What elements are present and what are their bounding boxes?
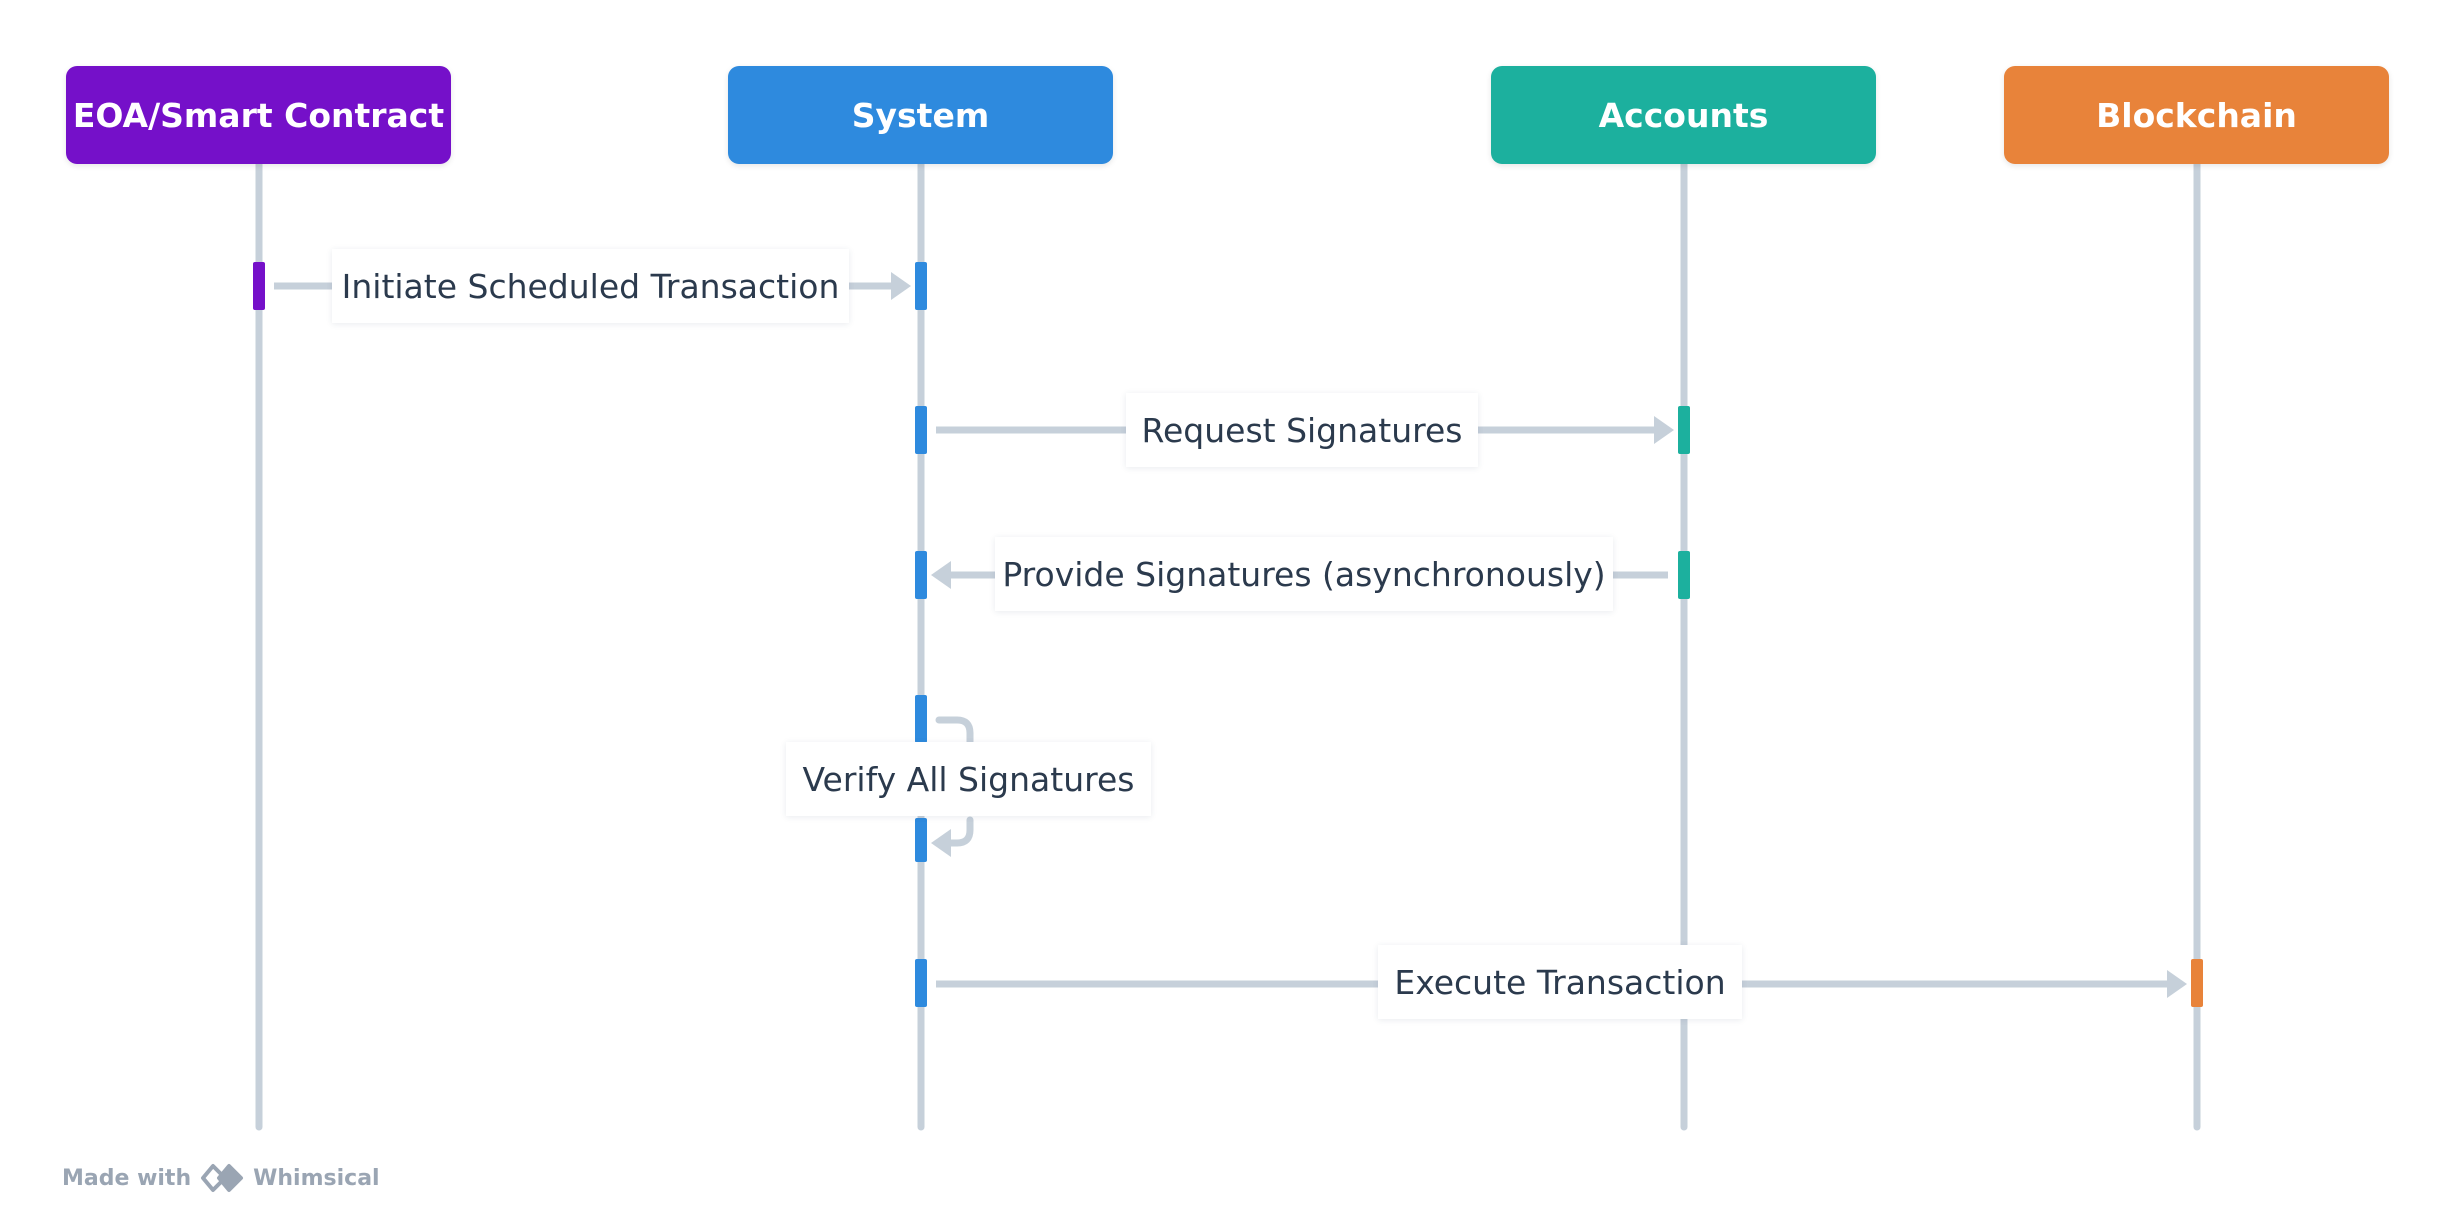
activation-bar — [253, 262, 265, 310]
made-with-text: Made with — [62, 1165, 192, 1191]
message-label-execute-transaction[interactable]: Execute Transaction — [1378, 945, 1742, 1019]
activation-bar — [915, 406, 927, 454]
actor-accounts[interactable]: Accounts — [1491, 66, 1876, 164]
self-arrow-out — [935, 716, 974, 749]
message-label-request-signatures[interactable]: Request Signatures — [1126, 393, 1478, 467]
message-label-provide-signatures[interactable]: Provide Signatures (asynchronously) — [995, 537, 1613, 611]
activation-bars — [253, 262, 2203, 1007]
activation-bar — [915, 818, 927, 862]
arrow-head — [891, 272, 911, 300]
activation-bar — [915, 551, 927, 599]
arrow-head — [2167, 970, 2187, 998]
actor-blockchain[interactable]: Blockchain — [2004, 66, 2389, 164]
activation-bar — [915, 695, 927, 743]
whimsical-logo-icon — [199, 1161, 245, 1195]
message-label-verify-signatures[interactable]: Verify All Signatures — [786, 742, 1151, 816]
footer-watermark: Made with Whimsical — [62, 1160, 380, 1196]
self-arrow-back — [944, 816, 974, 847]
activation-bar — [1678, 406, 1690, 454]
actor-label: Blockchain — [2096, 95, 2297, 135]
whimsical-brand-text: Whimsical — [253, 1165, 380, 1191]
activation-bar — [915, 959, 927, 1007]
actor-label: Accounts — [1598, 95, 1769, 135]
message-arrows — [274, 272, 2187, 998]
actor-label: EOA/Smart Contract — [72, 95, 445, 135]
arrow-head — [931, 829, 951, 857]
arrow-head — [1654, 416, 1674, 444]
message-label-initiate[interactable]: Initiate Scheduled Transaction — [332, 249, 849, 323]
activation-bar — [2191, 959, 2203, 1007]
actor-eoa-smart-contract[interactable]: EOA/Smart Contract — [66, 66, 451, 164]
actor-label: System — [851, 95, 990, 135]
actor-system[interactable]: System — [728, 66, 1113, 164]
activation-bar — [915, 262, 927, 310]
arrow-head — [931, 561, 951, 589]
activation-bar — [1678, 551, 1690, 599]
